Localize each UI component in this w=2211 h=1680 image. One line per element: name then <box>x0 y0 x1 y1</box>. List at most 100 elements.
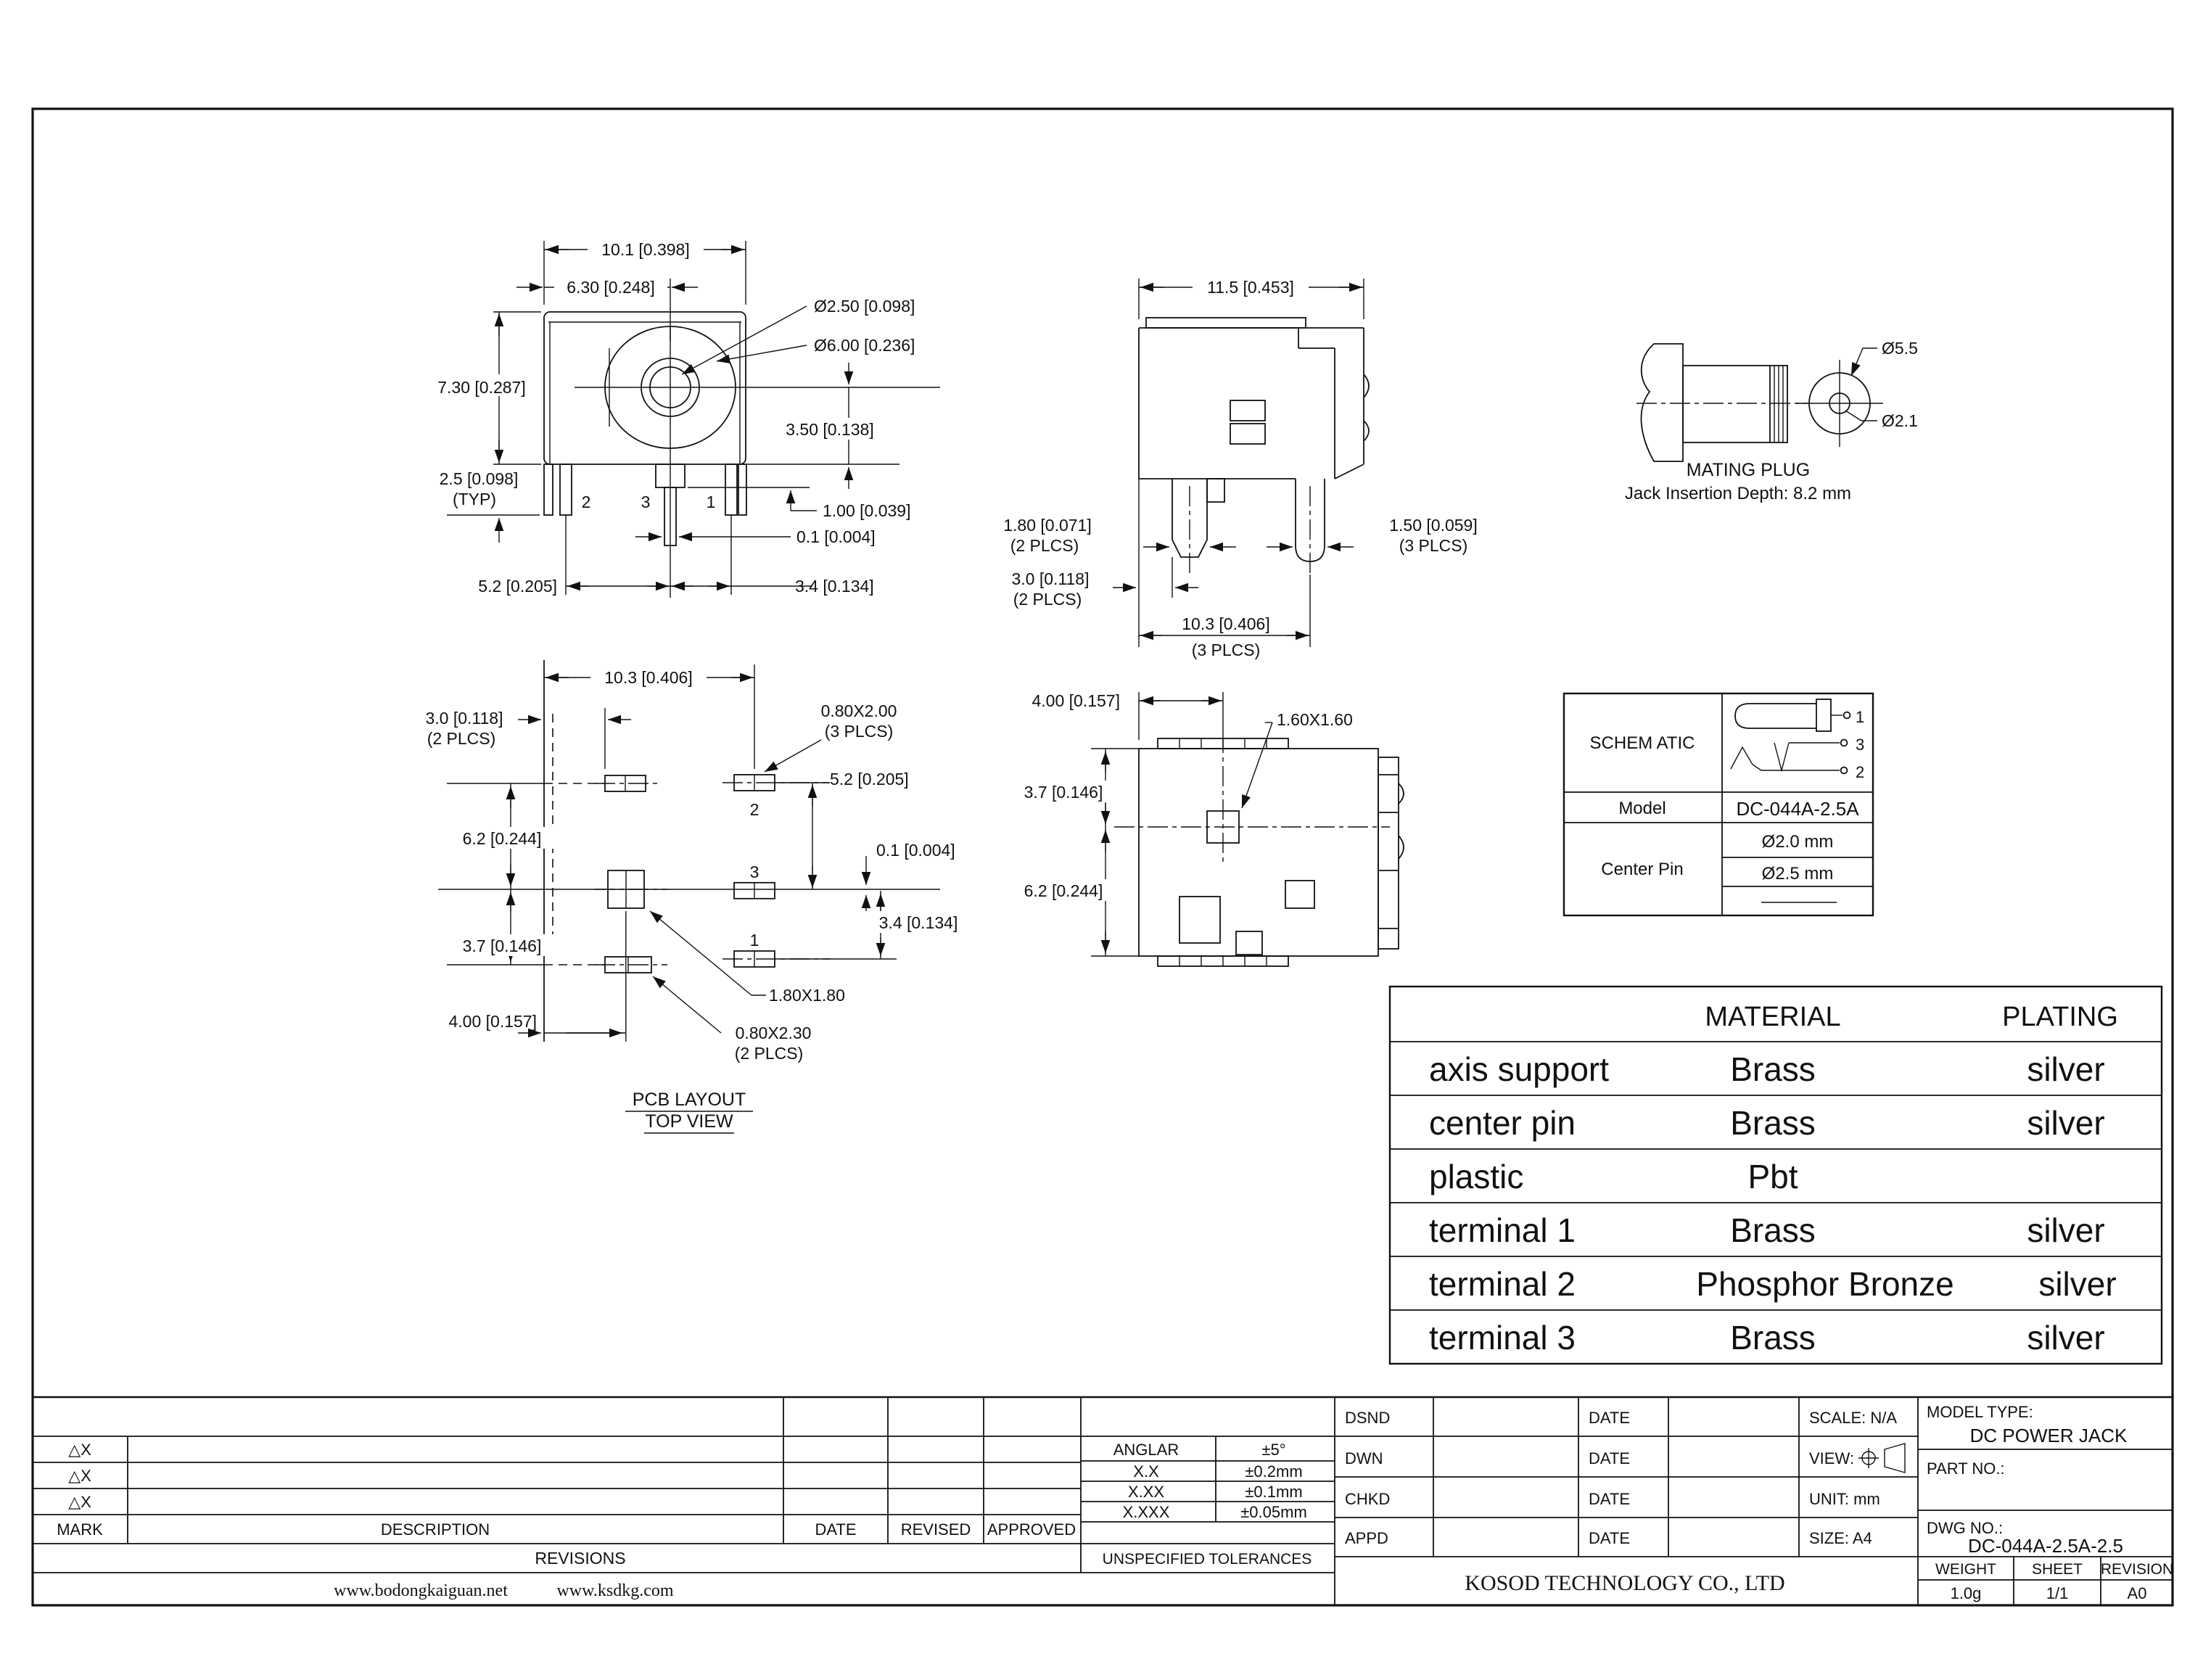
revisions-mark-header: MARK <box>57 1520 103 1539</box>
front-dim-inner-dia: Ø2.50 [0.098] <box>814 297 915 316</box>
weight-label: WEIGHT <box>1935 1561 1996 1578</box>
plug-note: Jack Insertion Depth: 8.2 mm <box>1625 484 1851 503</box>
pcb-pin2-label: 2 <box>750 800 759 819</box>
pcb-pin1-label: 1 <box>750 931 759 950</box>
pcb-dim-pitch: 10.3 [0.406] <box>604 668 693 687</box>
revision-label: REVISION <box>2101 1561 2173 1578</box>
pcb-slot-b: 0.80X2.30 <box>736 1024 812 1042</box>
front-view: 2 3 1 10.1 [0.398] 6.30 [0.248] Ø2.50 [0… <box>425 236 940 598</box>
approval-dsnd-label: DSND <box>1345 1409 1390 1427</box>
front-pin2-label: 2 <box>582 493 591 511</box>
pcb-dim-left: 4.00 [0.157] <box>449 1012 538 1031</box>
dwg-no-value: DC-044A-2.5A-2.5 <box>1968 1535 2123 1557</box>
front-dim-outer-dia: Ø6.00 [0.236] <box>814 336 915 355</box>
materials-row-part: plastic <box>1429 1158 1523 1195</box>
materials-row-part: terminal 1 <box>1429 1211 1576 1249</box>
pcb-dim-row-bottom: 3.7 [0.146] <box>463 936 542 955</box>
materials-col-material: MATERIAL <box>1705 1002 1840 1032</box>
materials-row-material: Brass <box>1730 1050 1816 1088</box>
front-dim-center-height: 3.50 [0.138] <box>786 420 874 439</box>
pcb-slot-a: 0.80X2.00 <box>821 701 897 720</box>
tolerance-row-value: ±5° <box>1261 1441 1285 1459</box>
pcb-caption-line2: TOP VIEW <box>645 1111 733 1132</box>
materials-row-material: Brass <box>1730 1104 1816 1142</box>
pcb-dim-offset-note: (2 PLCS) <box>427 729 496 748</box>
plug-title: MATING PLUG <box>1687 460 1810 480</box>
revision-mark-row: △X <box>68 1441 91 1459</box>
pcb-caption-line1: PCB LAYOUT <box>633 1090 746 1110</box>
schematic-terminal-3: 3 <box>1856 736 1864 754</box>
website-link-2: www.ksdkg.com <box>556 1581 673 1600</box>
revision-mark-row: △X <box>68 1493 91 1511</box>
approval-block: DSND DWN CHKD APPD DATE DATE DATE DATE S… <box>1335 1397 2173 1605</box>
mating-plug-view: Ø5.5 Ø2.1 MATING PLUG Jack Insertion Dep… <box>1625 339 1918 503</box>
schematic-center-pin-2-0: Ø2.0 mm <box>1762 832 1834 852</box>
side-dim-pin-rear-note: (3 PLCS) <box>1399 536 1468 555</box>
view-label: VIEW: <box>1809 1449 1854 1467</box>
size-value: SIZE: A4 <box>1809 1529 1872 1547</box>
materials-row-material: Brass <box>1730 1211 1816 1249</box>
front-pin3-label: 3 <box>641 493 651 511</box>
model-type-label: MODEL TYPE: <box>1927 1403 2033 1421</box>
tolerance-row-label: ANGLAR <box>1113 1441 1179 1459</box>
bottom-view: 4.00 [0.157] 1.60X1.60 3.7 [0.146] 6.2 [… <box>1007 691 1404 967</box>
schematic-model-label: Model <box>1618 799 1666 818</box>
pcb-slot-b-note: (2 PLCS) <box>735 1044 804 1063</box>
sheet-value: 1/1 <box>2046 1584 2069 1602</box>
front-dim-step: 1.00 [0.039] <box>823 501 911 520</box>
revisions-approved-header: APPROVED <box>987 1520 1076 1539</box>
projection-symbol-icon <box>1858 1443 1906 1473</box>
company-name: KOSOD TECHNOLOGY CO., LTD <box>1465 1571 1784 1595</box>
part-no-label: PART NO.: <box>1927 1459 2005 1478</box>
front-dim-pin-len: 2.5 [0.098] <box>440 469 519 488</box>
pcb-dim-p1: 3.4 [0.134] <box>879 913 958 932</box>
revision-mark-row: △X <box>68 1467 91 1485</box>
pcb-layout-view: 10.3 [0.406] 3.0 [0.118] (2 PLCS) 2 3 1 <box>426 660 971 1134</box>
bottom-pad-label: 1.60X1.60 <box>1277 710 1353 729</box>
sheet-label: SHEET <box>2032 1561 2083 1578</box>
tolerance-row-value: ±0.05mm <box>1240 1503 1307 1521</box>
revisions-table: △X △X △X MARK DESCRIPTION DATE REVISED A… <box>33 1397 1335 1600</box>
approval-dwn-label: DWN <box>1345 1449 1383 1467</box>
materials-table: MATERIAL PLATING axis support Brass silv… <box>1388 985 2163 1365</box>
tolerance-row-value: ±0.1mm <box>1245 1483 1302 1501</box>
pcb-dim-offset: 3.0 [0.118] <box>426 709 503 728</box>
website-link-1: www.bodongkaiguan.net <box>334 1581 508 1600</box>
side-view: 11.5 [0.453] 1.80 [0.071] (2 PLCS) 1.50 … <box>1003 274 1478 659</box>
materials-row-material: Pbt <box>1747 1158 1798 1195</box>
front-pin1-label: 1 <box>707 493 716 511</box>
side-dim-pin-rear: 1.50 [0.059] <box>1389 516 1478 535</box>
materials-row-part: center pin <box>1429 1104 1576 1142</box>
pcb-dim-row-top: 6.2 [0.244] <box>463 829 542 848</box>
tolerance-block: ANGLAR ±5° X.X ±0.2mm X.XX ±0.1mm X.XXX … <box>1081 1397 1335 1605</box>
schematic-terminal-1: 1 <box>1856 708 1864 726</box>
unit-value: UNIT: mm <box>1809 1490 1880 1508</box>
bottom-dim-top: 3.7 [0.146] <box>1024 783 1103 802</box>
tolerance-row-label: X.XXX <box>1123 1503 1170 1521</box>
side-dim-width: 11.5 [0.453] <box>1207 278 1294 297</box>
approval-date-label: DATE <box>1589 1449 1630 1467</box>
schematic-title: SCHEM ATIC <box>1590 733 1695 753</box>
pcb-slot-a-note: (3 PLCS) <box>825 722 894 741</box>
bottom-dim-x: 4.00 [0.157] <box>1032 691 1121 710</box>
approval-chkd-label: CHKD <box>1345 1490 1390 1508</box>
pcb-dim-p2: 5.2 [0.205] <box>830 770 909 788</box>
materials-row-material: Phosphor Bronze <box>1696 1265 1953 1303</box>
front-dim-pitch-left: 5.2 [0.205] <box>478 577 557 596</box>
materials-col-plating: PLATING <box>2002 1002 2118 1032</box>
front-dim-center-width: 6.30 [0.248] <box>567 278 655 297</box>
revisions-title: REVISIONS <box>535 1549 625 1568</box>
pcb-dim-gap: 0.1 [0.004] <box>876 841 955 860</box>
side-dim-pitch-note: (3 PLCS) <box>1192 641 1261 659</box>
approval-date-label: DATE <box>1589 1409 1630 1427</box>
title-block: △X △X △X MARK DESCRIPTION DATE REVISED A… <box>33 1396 2173 1605</box>
materials-row-plating: silver <box>2027 1319 2104 1356</box>
approval-date-label: DATE <box>1589 1490 1630 1508</box>
bottom-dim-bottom: 6.2 [0.244] <box>1024 881 1103 900</box>
tolerance-title: UNSPECIFIED TOLERANCES <box>1103 1551 1312 1568</box>
front-dim-pin-len-note: (TYP) <box>453 490 496 508</box>
materials-row-material: Brass <box>1730 1319 1816 1356</box>
revisions-description-header: DESCRIPTION <box>381 1520 490 1539</box>
schematic-model-value: DC-044A-2.5A <box>1736 798 1859 820</box>
